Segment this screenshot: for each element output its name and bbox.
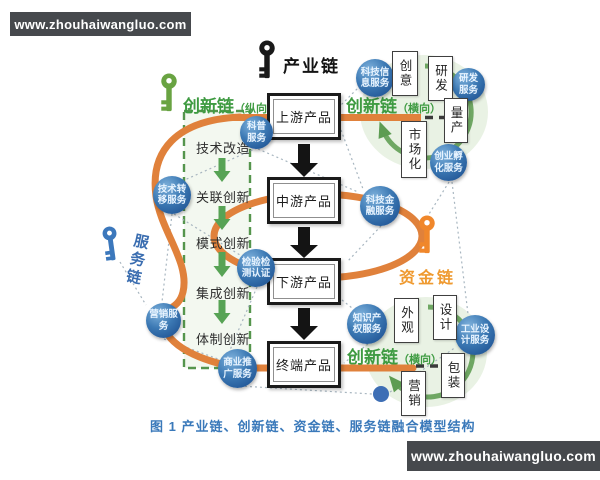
bubble-incubation-service: 创业孵化服务 <box>430 144 467 181</box>
watermark-banner-top: www.zhouhaiwangluo.com <box>10 12 191 36</box>
bubble-tech-transfer: 技术转移服务 <box>153 176 191 214</box>
bubble-sci-info-service: 科技信息服务 <box>356 59 394 97</box>
bubble-marketing-service: 营销服务 <box>146 303 181 338</box>
mesh-node-dot <box>373 386 389 402</box>
innovation-chain-key-icon <box>161 73 177 112</box>
innovation-chain-horizontal-top-orientation: （横向） <box>397 103 441 115</box>
industry-chain-title: 产业链 <box>283 57 340 76</box>
innovation-chain-vertical-label: 创新链 <box>183 97 234 116</box>
vertical-step-arrows <box>213 158 231 324</box>
service-chain-key-icon <box>102 226 117 261</box>
capital-chain-key-icon <box>419 215 435 254</box>
innovation-chain-horizontal-bottom-label: 创新链 <box>347 348 398 367</box>
innovation-chain-horizontal-top-title: 创新链（横向） <box>346 92 441 117</box>
cycle-box-idea: 创意 <box>392 51 418 96</box>
bubble-rd-service: 研发服务 <box>452 68 485 101</box>
service-chain-curve <box>151 113 417 372</box>
upstream-product-box: 上游产品 <box>267 93 341 140</box>
cycle-box-mass-production: 量产 <box>444 98 468 143</box>
cycle-box-appearance: 外观 <box>394 298 419 343</box>
watermark-banner-bottom: www.zhouhaiwangluo.com <box>407 441 600 471</box>
midstream-product-box: 中游产品 <box>267 177 341 224</box>
cycle-box-marketing: 营销 <box>401 371 426 416</box>
innovation-chain-horizontal-bottom-orientation: （横向） <box>398 354 442 366</box>
innovation-chain-horizontal-top-label: 创新链 <box>346 97 397 116</box>
product-chain-arrows <box>290 144 318 340</box>
cycle-box-marketization: 市场化 <box>401 121 427 178</box>
downstream-product-box: 下游产品 <box>267 258 341 305</box>
figure-caption: 图 1 产业链、创新链、资金链、服务链融合模型结构 <box>150 419 476 434</box>
terminal-product-box: 终端产品 <box>267 341 341 388</box>
industry-chain-key-icon <box>259 40 275 79</box>
bubble-industrial-design: 工业设计服务 <box>455 315 495 355</box>
bubble-science-popularization: 科普服务 <box>240 116 273 149</box>
step-system-innovation: 体制创新 <box>195 332 250 347</box>
bubble-ip-service: 知识产权服务 <box>347 304 387 344</box>
innovation-chain-horizontal-bottom-title: 创新链（横向） <box>347 343 442 368</box>
capital-chain-title: 资金链 <box>399 270 457 287</box>
cycle-box-design: 设计 <box>433 295 457 340</box>
step-related-innovation: 关联创新 <box>195 190 250 205</box>
cycle-box-packaging: 包装 <box>441 353 465 398</box>
innovation-chain-vertical-title: 创新链（纵向） <box>183 92 278 117</box>
step-tech-upgrade: 技术改造 <box>195 141 250 156</box>
bubble-fintech-service: 科技金融服务 <box>360 186 400 226</box>
step-integrated-innovation: 集成创新 <box>195 286 250 301</box>
bubble-inspection-certification: 检验检测认证 <box>237 249 275 287</box>
bubble-business-promotion: 商业推广服务 <box>218 349 257 388</box>
cycle-box-rd: 研发 <box>428 56 453 101</box>
step-model-innovation: 模式创新 <box>195 236 250 251</box>
